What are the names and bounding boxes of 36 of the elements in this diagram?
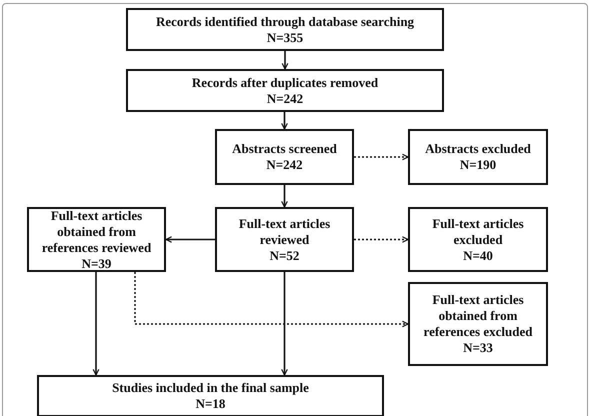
count-label: N=190 [460, 157, 496, 173]
box-title: Full-text articles obtained from references reviewed [40, 208, 152, 256]
box-title: Abstracts screened [232, 141, 337, 157]
process-box [408, 129, 548, 185]
box-title: Full-text articles excluded [431, 216, 525, 248]
process-box [27, 207, 166, 272]
arrow [134, 272, 409, 328]
arrow [165, 236, 215, 243]
count-label: N=18 [196, 396, 226, 412]
count-label: N=40 [463, 248, 493, 264]
count-label: N=39 [82, 256, 112, 272]
arrow [354, 236, 409, 243]
process-box [126, 69, 444, 112]
box-title: Full-text articles obtained from references excluded [422, 292, 534, 340]
arrow [282, 51, 288, 70]
process-box [37, 375, 384, 416]
process-box [408, 282, 548, 366]
process-box [126, 8, 444, 51]
count-label: N=355 [266, 30, 304, 46]
process-box [215, 129, 354, 185]
count-label: N=242 [266, 157, 303, 173]
arrow [354, 154, 409, 160]
arrow [281, 112, 288, 130]
count-label: N=242 [266, 90, 304, 106]
box-title: Studies included in the final sample [112, 380, 309, 396]
box-title: Abstracts excluded [425, 141, 531, 157]
arrow [92, 272, 100, 376]
arrow [281, 185, 288, 208]
count-label: N=52 [270, 248, 300, 264]
process-box [408, 207, 548, 272]
box-title: Records after duplicates removed [192, 74, 378, 90]
arrow [281, 272, 288, 376]
box-title: Records identified through database searching [156, 14, 414, 30]
box-title: Full-text articles reviewed [238, 216, 332, 248]
process-box [215, 207, 354, 272]
count-label: N=33 [463, 340, 493, 356]
